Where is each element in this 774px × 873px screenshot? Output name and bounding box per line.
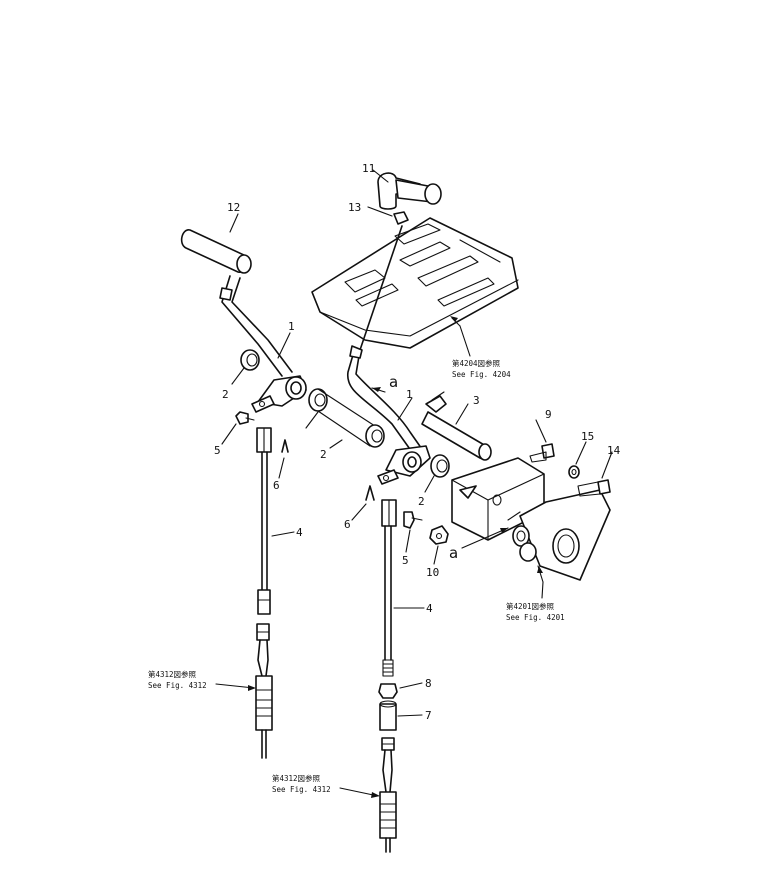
ref-4312-bottom-jp: 第4312図参照	[272, 773, 321, 783]
bushing-2-left-upper	[240, 349, 260, 371]
floor-cover-plate	[311, 217, 519, 349]
callout-2-mid: 2	[320, 448, 327, 461]
callout-6-left: 6	[273, 479, 280, 492]
pin-5-left	[235, 411, 255, 425]
callout-12: 12	[227, 201, 240, 214]
right-cable-end	[379, 737, 397, 853]
nut-13	[393, 211, 409, 225]
callout-10: 10	[426, 566, 439, 579]
callout-5-left: 5	[214, 444, 221, 457]
callout-a-top: a	[389, 373, 398, 391]
washer-15	[568, 465, 580, 479]
bolt-14	[577, 479, 611, 497]
leader-a-bottom	[461, 527, 509, 549]
callout-1-right: 1	[406, 388, 413, 401]
callout-2-right: 2	[418, 495, 425, 508]
callout-2-left: 2	[222, 388, 229, 401]
callout-9: 9	[545, 408, 552, 421]
nut-8	[378, 683, 398, 699]
shaft-3	[421, 391, 492, 461]
bushing-2-right	[430, 454, 450, 478]
callout-15: 15	[581, 430, 594, 443]
pin-6-left	[281, 439, 289, 453]
callout-5-right: 5	[402, 554, 409, 567]
callout-11: 11	[362, 162, 375, 175]
nut-10	[429, 525, 449, 545]
bushing-2-mid-pair	[305, 388, 385, 448]
callout-6-right: 6	[344, 518, 351, 531]
callout-a-bottom: a	[449, 544, 458, 562]
left-lever-12	[180, 229, 307, 413]
sleeve-7	[379, 700, 397, 731]
ref-4201-en: See Fig. 4201	[506, 613, 565, 622]
callout-4-right: 4	[426, 602, 433, 615]
right-lever-1	[347, 225, 431, 485]
left-rod-4	[256, 427, 272, 615]
callout-14: 14	[607, 444, 621, 457]
ref-4312-left-en: See Fig. 4312	[148, 681, 207, 690]
pin-6-right	[365, 485, 375, 501]
left-cable-end	[255, 623, 273, 759]
callout-1-left: 1	[288, 320, 295, 333]
pin-5-right	[403, 511, 423, 529]
bracket-assembly	[451, 457, 611, 581]
ref-4204-jp: 第4204図参照	[452, 358, 501, 368]
callout-3: 3	[473, 394, 480, 407]
bolt-9	[529, 443, 555, 463]
right-rod-4	[381, 499, 397, 677]
ref-4312-bottom-en: See Fig. 4312	[272, 785, 331, 794]
ref-4201-jp: 第4201図参照	[506, 601, 555, 611]
knob-11	[377, 172, 442, 210]
callout-4-left: 4	[296, 526, 303, 539]
callout-7: 7	[425, 709, 432, 722]
ref-4204-en: See Fig. 4204	[452, 370, 511, 379]
ref-4312-left-jp: 第4312図参照	[148, 669, 197, 679]
callout-13: 13	[348, 201, 361, 214]
callout-8: 8	[425, 677, 432, 690]
